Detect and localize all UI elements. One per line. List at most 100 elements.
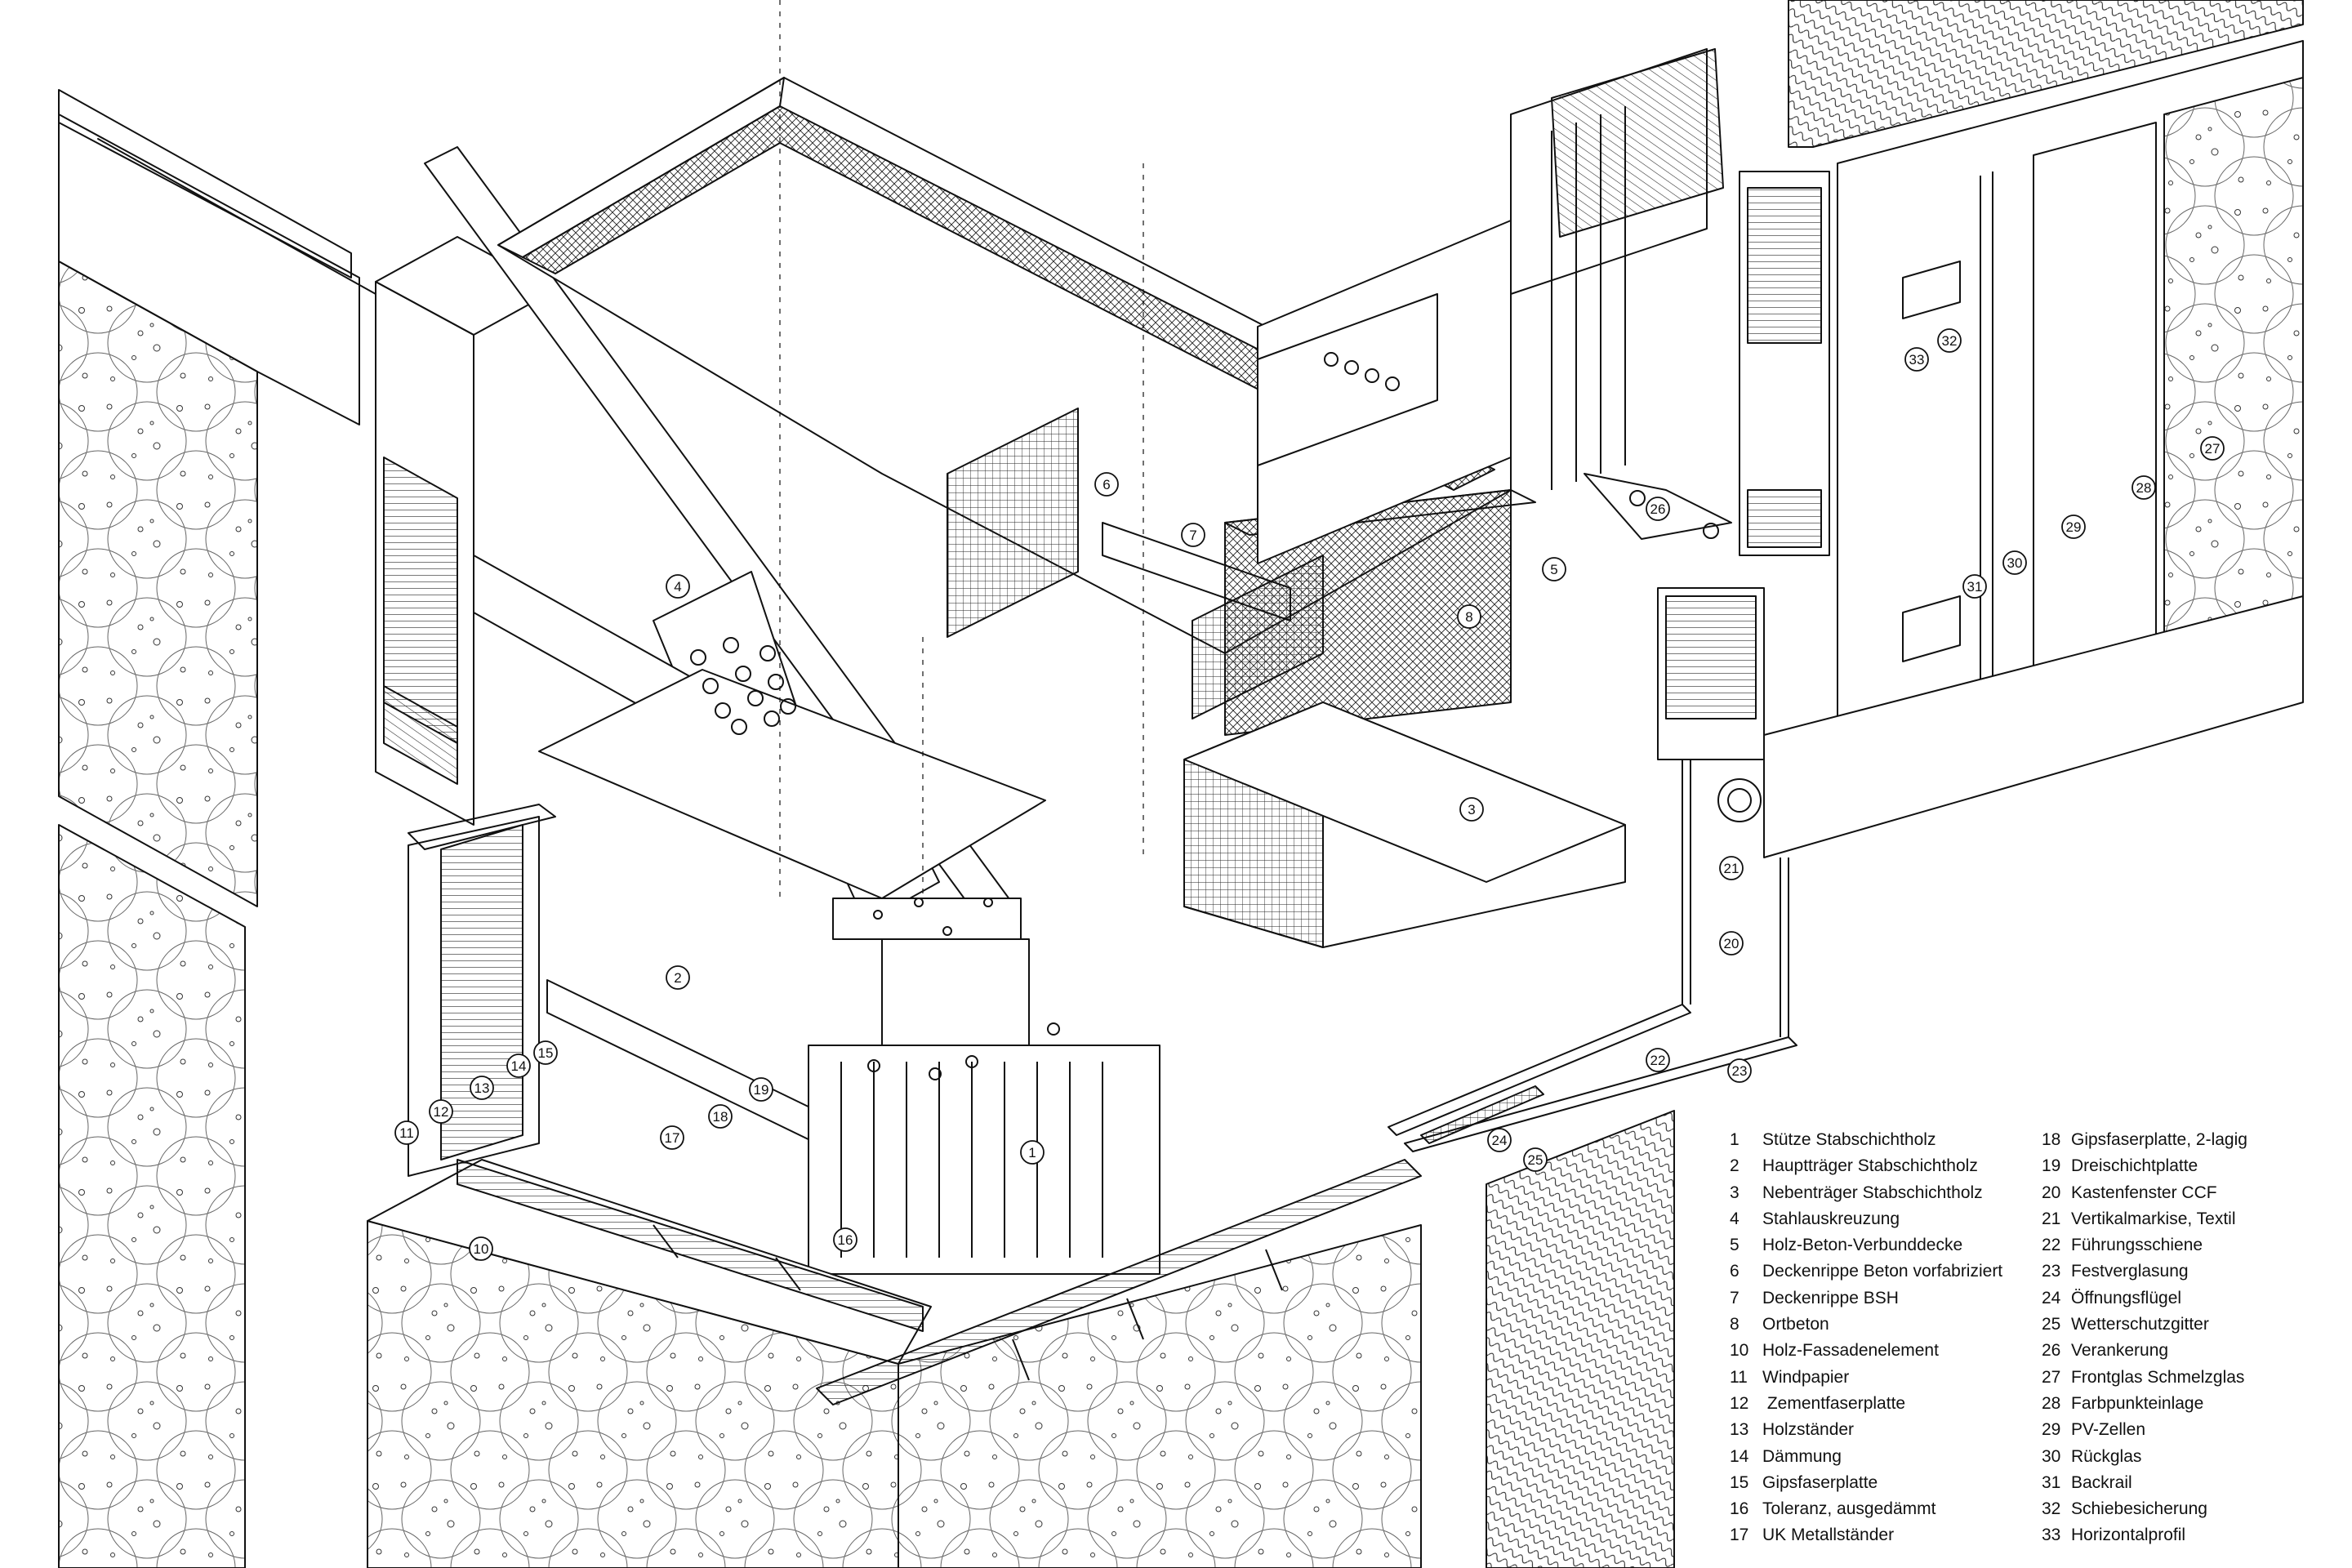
callout-label: 22 [1650, 1053, 1666, 1068]
legend-label: Festverglasung [2071, 1262, 2189, 1281]
legend-number: 27 [2042, 1367, 2061, 1387]
callout-marker [1459, 797, 1484, 822]
callout-label: 3 [1468, 802, 1475, 817]
callout-marker [429, 1099, 453, 1124]
legend-number: 29 [2042, 1420, 2061, 1440]
legend-label: PV-Zellen [2071, 1420, 2146, 1440]
callout-marker [833, 1227, 858, 1252]
legend-number: 16 [1730, 1499, 1749, 1519]
legend-number: 3 [1730, 1183, 1740, 1202]
callout-marker [708, 1104, 733, 1129]
callout-marker [1094, 472, 1119, 497]
legend-item: 26 Verankerung [2042, 1338, 2352, 1364]
legend-label: Holz-Beton-Verbunddecke [1762, 1236, 1963, 1255]
callout-marker [2200, 436, 2225, 461]
legend-label: UK Metallständer [1762, 1526, 1895, 1545]
legend-number: 33 [2042, 1526, 2061, 1545]
glulam-column [808, 898, 1160, 1275]
legend-number: 19 [2042, 1156, 2061, 1176]
facade-element-bottom [367, 1159, 1422, 1568]
callout-label: 4 [674, 579, 681, 595]
callout-label: 30 [2007, 555, 2023, 571]
callout-marker [394, 1120, 419, 1145]
callout-label: 10 [474, 1241, 489, 1257]
callout-label: 13 [474, 1080, 490, 1096]
callout-label: 11 [399, 1125, 414, 1141]
legend-number: 26 [2042, 1341, 2061, 1361]
legend-number: 31 [2042, 1472, 2061, 1492]
axis-lines [779, 0, 1144, 898]
callout-label: 12 [434, 1104, 449, 1120]
legend-number: 2 [1730, 1156, 1740, 1176]
callout-marker [1181, 523, 1205, 547]
callout-marker [1457, 604, 1481, 629]
callout-label: 14 [511, 1058, 527, 1074]
legend-label: Verankerung [2071, 1341, 2169, 1361]
legend-label: Kastenfenster CCF [2071, 1183, 2217, 1202]
legend-label: Rückglas [2071, 1446, 2142, 1466]
legend-number: 1 [1730, 1130, 1740, 1149]
legend-item: 6 Deckenrippe Beton vorfabriziert [1730, 1258, 2318, 1285]
legend-label: Nebenträger Stabschichtholz [1762, 1183, 1983, 1202]
callout-marker [2132, 475, 2156, 500]
legend-number: 17 [1730, 1526, 1749, 1545]
legend-number: 4 [1730, 1209, 1740, 1228]
callout-marker [1542, 557, 1566, 581]
legend-label: Vertikalmarkise, Textil [2071, 1209, 2236, 1228]
legend-number: 5 [1730, 1236, 1740, 1255]
callout-marker [1904, 347, 1929, 372]
facade-panel-left [58, 89, 376, 1568]
callout-label: 20 [1724, 936, 1740, 951]
legend-label: Wetterschutzgitter [2071, 1315, 2209, 1334]
callout-label: 29 [2066, 519, 2082, 535]
callout-label: 1 [1028, 1145, 1036, 1160]
callout-label: 23 [1732, 1063, 1748, 1079]
legend-number: 15 [1730, 1472, 1749, 1492]
callout-marker [1937, 328, 1962, 353]
callout-marker [2002, 550, 2027, 575]
legend-label: Windpapier [1762, 1367, 1850, 1387]
legend-label: Hauptträger Stabschichtholz [1762, 1156, 1978, 1176]
callout-marker [660, 1125, 684, 1150]
callout-label: 18 [713, 1109, 728, 1125]
callout-marker [1727, 1058, 1752, 1083]
callout-marker [666, 574, 690, 599]
legend-item: 25 Wetterschutzgitter [2042, 1312, 2352, 1338]
callout-marker [2061, 514, 2086, 539]
callout-label: 24 [1492, 1133, 1508, 1148]
legend-label: Deckenrippe Beton vorfabriziert [1762, 1262, 2003, 1281]
callout-label: 28 [2136, 480, 2152, 496]
callout-label: 19 [754, 1082, 769, 1098]
callout-label: 7 [1189, 528, 1196, 543]
legend-number: 6 [1730, 1262, 1740, 1281]
legend-item: 5 Holz-Beton-Verbunddecke [1730, 1232, 2318, 1258]
callout-marker [1646, 497, 1670, 521]
callout-marker [533, 1040, 558, 1065]
callout-marker [749, 1077, 773, 1102]
legend-number: 10 [1730, 1341, 1749, 1361]
callout-label: 17 [665, 1130, 680, 1146]
callout-label: 8 [1465, 609, 1472, 625]
legend-number: 25 [2042, 1315, 2061, 1334]
callout-label: 2 [674, 970, 681, 986]
legend-item: 29 PV-Zellen [2042, 1417, 2352, 1443]
legend-label: Gipsfaserplatte, 2-lagig [2071, 1130, 2247, 1149]
